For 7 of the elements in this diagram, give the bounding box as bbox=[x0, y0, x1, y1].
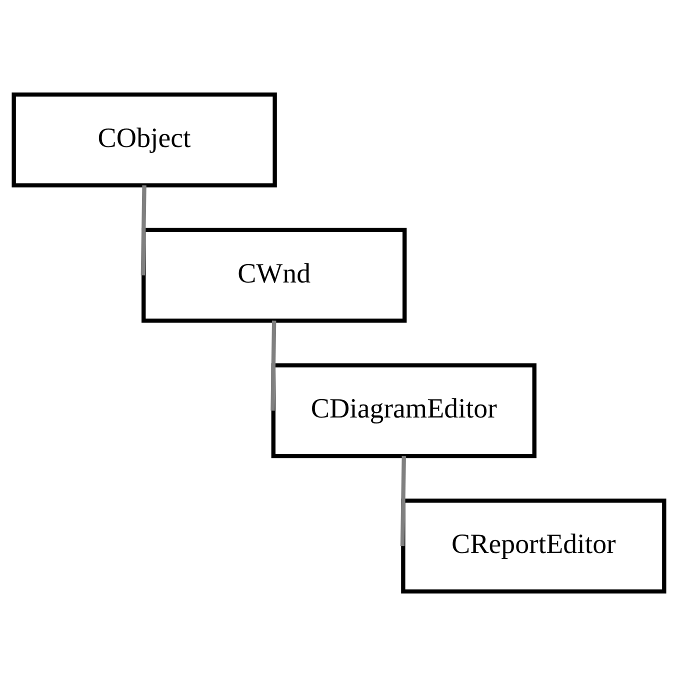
node-box: CObject bbox=[12, 92, 277, 187]
connector bbox=[400, 456, 406, 546]
node-box: CDiagramEditor bbox=[271, 362, 536, 458]
connector bbox=[270, 320, 276, 410]
connector bbox=[140, 184, 146, 275]
node-box: CReportEditor bbox=[401, 498, 666, 594]
node-box: CWnd bbox=[142, 227, 407, 322]
